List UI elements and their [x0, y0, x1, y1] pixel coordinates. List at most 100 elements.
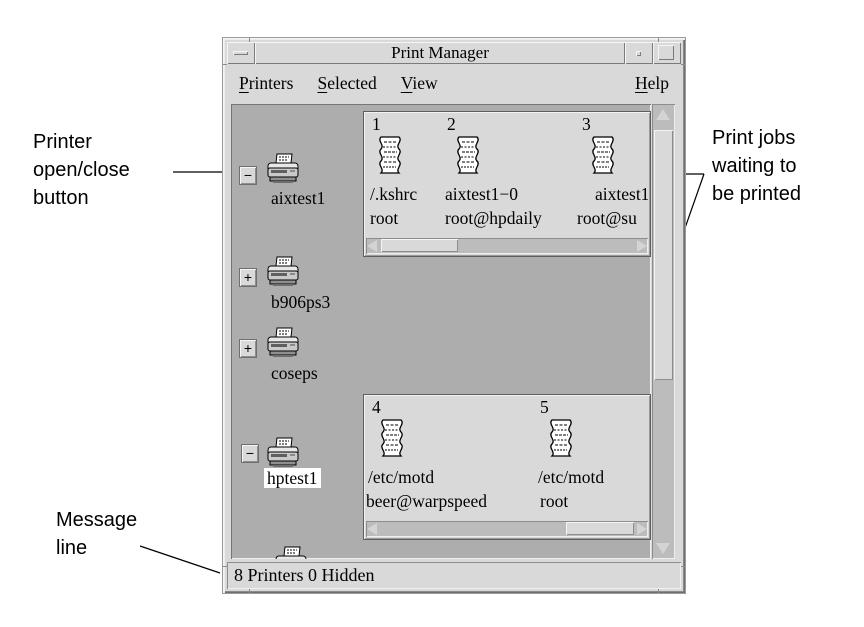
job-number: 3 — [582, 114, 591, 134]
menu-label: rinters — [248, 72, 294, 93]
menu-selected[interactable]: Selected — [317, 73, 376, 94]
job-panel-aixtest1: 1 /.kshrc — [363, 111, 651, 257]
right-triangle-icon — [637, 523, 647, 535]
printer-label-coseps[interactable]: coseps — [271, 363, 318, 383]
resize-handle[interactable] — [249, 589, 250, 593]
maximize-button[interactable] — [653, 42, 681, 64]
job-owner: root@hpdaily — [445, 208, 542, 228]
menu-label: iew — [412, 72, 438, 93]
left-triangle-icon — [367, 523, 377, 535]
printer-icon-b906ps3[interactable] — [265, 256, 301, 290]
scrollbar-trough[interactable] — [380, 238, 634, 254]
resize-handle[interactable] — [658, 38, 659, 42]
scrollbar-trough[interactable] — [380, 521, 634, 537]
printer-icon-hptest1[interactable] — [265, 437, 301, 471]
resize-handle[interactable] — [249, 38, 250, 42]
resize-handle[interactable] — [223, 64, 227, 65]
resize-handle[interactable] — [658, 589, 659, 593]
scrollbar-thumb[interactable] — [566, 522, 634, 535]
scroll-right-arrow[interactable] — [634, 238, 648, 254]
menu-label: elected — [327, 72, 377, 93]
callout-line: Printer — [33, 131, 92, 153]
callout-message-line: Message line — [56, 506, 137, 562]
scroll-down-arrow[interactable] — [654, 539, 673, 557]
job-number: 2 — [447, 114, 456, 134]
left-triangle-icon — [367, 240, 377, 252]
job-owner: beer@warpspeed — [366, 491, 488, 511]
job-panel-horizontal-scrollbar[interactable] — [366, 238, 648, 254]
resize-handle[interactable] — [681, 64, 685, 65]
job-number: 5 — [540, 397, 549, 417]
scrollbar-thumb[interactable] — [654, 130, 673, 380]
right-triangle-icon — [637, 240, 647, 252]
job-file: /etc/motd — [538, 467, 605, 487]
scroll-left-arrow[interactable] — [366, 521, 380, 537]
printer-list-canvas[interactable]: − aixtest1 1 — [231, 104, 651, 559]
print-job-document-icon[interactable] — [543, 418, 579, 460]
resize-handle[interactable] — [223, 566, 227, 567]
job-owner: root@su — [577, 208, 637, 228]
menu-label: S — [317, 72, 328, 93]
up-triangle-icon — [656, 109, 670, 120]
minimize-icon — [636, 51, 641, 56]
printer-icon-partial[interactable] — [273, 546, 309, 559]
title-area[interactable]: Print Manager — [255, 42, 625, 64]
menu-view[interactable]: View — [401, 73, 438, 94]
callout-print-jobs-waiting: Print jobs waiting to be printed — [712, 124, 801, 208]
resize-handle[interactable] — [681, 566, 685, 567]
menu-label: H — [634, 72, 648, 93]
callout-printer-open-close-button: Printer open/close button — [33, 128, 130, 212]
maximize-icon — [658, 45, 674, 60]
scroll-right-arrow[interactable] — [634, 521, 648, 537]
job-owner: root — [370, 208, 399, 228]
menu-bar: Printers Selected View Help — [227, 64, 681, 102]
printer-toggle-coseps[interactable]: + — [239, 339, 257, 358]
printer-label-hptest1[interactable]: hptest1 — [264, 468, 321, 488]
menu-help[interactable]: Help — [635, 73, 669, 94]
down-triangle-icon — [656, 543, 670, 554]
menu-label: P — [239, 72, 249, 93]
print-job-document-icon[interactable] — [374, 418, 410, 460]
scrollbar-thumb[interactable] — [381, 239, 458, 252]
printer-toggle-hptest1[interactable]: − — [241, 444, 259, 463]
printer-toggle-aixtest1[interactable]: − — [239, 166, 257, 185]
job-list[interactable]: 4 /etc/motd — [366, 397, 648, 519]
minimize-button[interactable] — [625, 42, 653, 64]
callout-line: line — [56, 537, 88, 559]
printer-toggle-b906ps3[interactable]: + — [239, 268, 257, 287]
menu-label: V — [400, 72, 413, 93]
menu-printers[interactable]: Printers — [239, 73, 293, 94]
job-number: 1 — [372, 114, 381, 134]
status-text: 8 Printers 0 Hidden — [234, 565, 375, 585]
callout-line: Print jobs — [712, 127, 796, 149]
title-bar[interactable]: Print Manager — [227, 42, 681, 64]
job-file: /.kshrc — [370, 184, 418, 204]
callout-line: Message — [56, 509, 138, 531]
window-menu-dash-icon — [233, 51, 248, 55]
menu-label: elp — [647, 72, 669, 93]
job-number: 4 — [372, 397, 381, 417]
callout-line: button — [33, 187, 89, 209]
job-file: /etc/motd — [368, 467, 435, 487]
printer-label-b906ps3[interactable]: b906ps3 — [271, 292, 331, 312]
scroll-up-arrow[interactable] — [654, 106, 673, 124]
callout-line: open/close — [33, 159, 130, 181]
print-job-document-icon[interactable] — [372, 135, 408, 177]
print-job-document-icon[interactable] — [450, 135, 486, 177]
job-owner: root — [540, 491, 569, 511]
job-list[interactable]: 1 /.kshrc — [366, 114, 648, 236]
vertical-scrollbar[interactable] — [652, 104, 675, 559]
print-job-document-icon[interactable] — [585, 135, 621, 177]
printer-label-aixtest1[interactable]: aixtest1 — [271, 188, 326, 208]
callout-line: waiting to — [712, 155, 797, 177]
job-file: aixtest1−0 — [445, 184, 519, 204]
printer-icon-coseps[interactable] — [265, 327, 301, 361]
scroll-left-arrow[interactable] — [366, 238, 380, 254]
window-title: Print Manager — [391, 43, 489, 62]
job-file: aixtest1 — [595, 184, 648, 204]
callout-line: be printed — [712, 183, 801, 205]
window-menu-button[interactable] — [227, 42, 255, 64]
job-panel-horizontal-scrollbar[interactable] — [366, 521, 648, 537]
printer-icon-aixtest1[interactable] — [265, 153, 301, 187]
